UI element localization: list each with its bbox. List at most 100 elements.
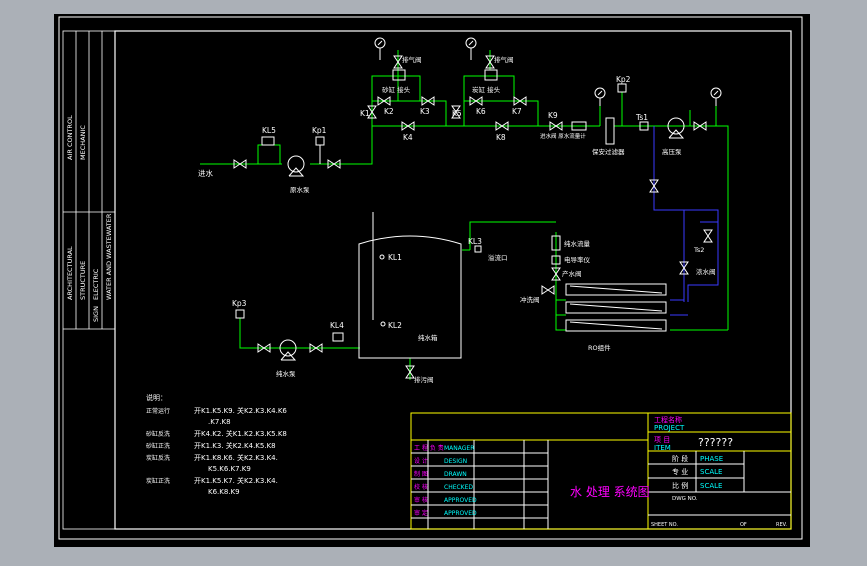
note-text-3: 开K1.K8.K6. 关K2.K3.K4. bbox=[194, 453, 278, 462]
label-k8: K8 bbox=[496, 133, 506, 142]
sensor-boxes bbox=[235, 83, 627, 342]
label-overflow: 溢流口 bbox=[488, 253, 508, 262]
valve-symbol bbox=[693, 121, 707, 131]
note-label-4: 炭缸正洗 bbox=[146, 477, 170, 485]
notes: 说明： 正常运行 开K1.K5.K9. 关K2.K3.K4.K6 .K7.K8 … bbox=[146, 393, 287, 496]
tb-role-cn-2: 制 图 bbox=[414, 470, 428, 478]
valve-symbol bbox=[309, 343, 323, 353]
valve-symbol bbox=[233, 159, 247, 169]
label-hp-pump: 高压泵 bbox=[662, 147, 682, 156]
valve-symbol bbox=[703, 229, 713, 243]
label-pure-tank: 纯水箱 bbox=[418, 333, 438, 342]
side-block bbox=[62, 30, 116, 530]
note-text-4: 开K1.K5.K7. 关K2.K3.K4. bbox=[194, 476, 278, 485]
tb-role-cn-3: 校 核 bbox=[414, 483, 428, 491]
label-inlet-valve: 进水阀 原水流量计 bbox=[540, 132, 586, 140]
valve-symbol bbox=[367, 105, 377, 119]
valve-symbol bbox=[551, 267, 561, 281]
label-vent2: 排气阀 bbox=[494, 55, 514, 64]
label-k6: K6 bbox=[476, 107, 486, 116]
tb-scale-en: SCALE bbox=[700, 468, 722, 476]
raw-water-pump bbox=[287, 155, 305, 177]
note-text2-3: K5.K6.K7.K9 bbox=[208, 465, 251, 473]
label-carbon-head: 炭缸 接头 bbox=[472, 85, 501, 94]
label-kl1: KL1 bbox=[388, 253, 402, 262]
label-flush-valve: 冲洗阀 bbox=[520, 295, 540, 304]
pure-water-tank bbox=[358, 212, 462, 359]
label-k7: K7 bbox=[512, 107, 522, 116]
tb-of: OF bbox=[740, 522, 747, 528]
pure-water-pump bbox=[279, 339, 297, 361]
label-vent1: 排气阀 bbox=[402, 55, 422, 64]
tb-rev: REV. bbox=[776, 522, 787, 528]
note-label-0: 正常运行 bbox=[146, 407, 170, 415]
valves bbox=[233, 55, 713, 379]
valve-symbol bbox=[469, 96, 483, 106]
label-ts2: Ts2 bbox=[693, 246, 704, 254]
tb-role-en-5: APPROVED bbox=[444, 510, 477, 517]
tb-scale-cn: 专 业 bbox=[672, 467, 688, 476]
label-k3: K3 bbox=[420, 107, 430, 116]
tb-drawing-title: 水 处理 系统图 bbox=[570, 485, 650, 499]
valve-symbol bbox=[485, 55, 495, 69]
filter-heads bbox=[392, 69, 498, 81]
valve-symbol bbox=[513, 96, 527, 106]
label-sand-head: 砂缸 接头 bbox=[382, 85, 411, 94]
tb-sheet-no: SHEET NO. bbox=[651, 522, 678, 528]
valve-symbol bbox=[451, 105, 461, 119]
valve-symbol bbox=[393, 55, 403, 69]
tb-phase-cn: 阶 段 bbox=[672, 454, 688, 463]
label-prod-valve: 产水阀 bbox=[562, 269, 582, 278]
tb-item-value: ?????? bbox=[698, 436, 733, 449]
tb-role-cn-5: 审 定 bbox=[414, 509, 428, 517]
note-text2-0: .K7.K8 bbox=[208, 418, 231, 426]
tb-role-cn-4: 审 核 bbox=[414, 496, 428, 504]
note-text-1: 开K4.K2. 关K1.K2.K3.K5.K8 bbox=[194, 429, 287, 438]
tb-role-en-1: DESIGN bbox=[444, 458, 467, 465]
tb-role-cn-0: 工 程 负 责 bbox=[414, 444, 444, 452]
note-label-1: 砂缸反洗 bbox=[146, 430, 170, 438]
note-label-2: 砂缸正洗 bbox=[146, 442, 170, 450]
label-k2: K2 bbox=[384, 107, 394, 116]
label-pure-pump: 纯水泵 bbox=[276, 369, 296, 378]
note-text2-4: K6.K8.K9 bbox=[208, 488, 240, 496]
label-k9: K9 bbox=[548, 111, 558, 120]
pipes-blue bbox=[653, 126, 719, 316]
label-kp1: Kp1 bbox=[312, 126, 327, 135]
side-label-water: WATER AND WASTEWATER bbox=[105, 213, 113, 300]
side-block-text: AIR CONTROL MECHANIC ARCHITECTURAL STRUC… bbox=[66, 115, 113, 322]
valve-symbol bbox=[495, 121, 509, 131]
sheet bbox=[54, 14, 810, 547]
valve-symbol bbox=[377, 96, 391, 106]
tb-phase-en: PHASE bbox=[700, 455, 723, 463]
valve-symbol bbox=[401, 121, 415, 131]
tb-item-en: ITEM bbox=[654, 444, 671, 452]
label-k1: K1 bbox=[360, 109, 370, 118]
label-conductivity: 电导率仪 bbox=[564, 255, 591, 264]
label-inlet: 进水 bbox=[198, 168, 213, 178]
tb-scale2-en: SCALE bbox=[700, 482, 722, 490]
title-block bbox=[410, 412, 792, 530]
tb-item-cn: 项 目 bbox=[654, 436, 670, 444]
tb-role-en-4: APPROVED bbox=[444, 497, 477, 504]
label-pure-flow: 纯水流量 bbox=[564, 239, 591, 248]
valve-symbol bbox=[541, 285, 555, 295]
diagram-labels: 进水 原水泵 KL5 Kp1 排气阀 排气阀 砂缸 接头 炭缸 接头 K1 K2… bbox=[198, 55, 716, 384]
note-text-0: 开K1.K5.K9. 关K2.K3.K4.K6 bbox=[194, 406, 287, 415]
side-label-arch: ARCHITECTURAL bbox=[66, 246, 74, 300]
notes-title: 说明： bbox=[146, 393, 167, 402]
side-label-struct: STRUCTURE bbox=[79, 261, 87, 300]
label-conc-valve: 浓水阀 bbox=[696, 267, 716, 276]
label-kl2: KL2 bbox=[388, 321, 402, 330]
outer-frame bbox=[58, 16, 803, 540]
label-security-filter: 保安过滤器 bbox=[592, 147, 625, 156]
tb-role-en-2: DRAWN bbox=[444, 471, 467, 478]
valve-symbol bbox=[257, 343, 271, 353]
label-kp2: Kp2 bbox=[616, 75, 631, 84]
high-pressure-pump bbox=[667, 117, 685, 139]
valve-symbol bbox=[327, 159, 341, 169]
label-kl3: KL3 bbox=[468, 237, 482, 246]
tb-dwg-no: DWG NO. bbox=[672, 496, 698, 502]
ro-membranes bbox=[565, 283, 667, 332]
side-label-sign: SIGN bbox=[92, 306, 100, 322]
